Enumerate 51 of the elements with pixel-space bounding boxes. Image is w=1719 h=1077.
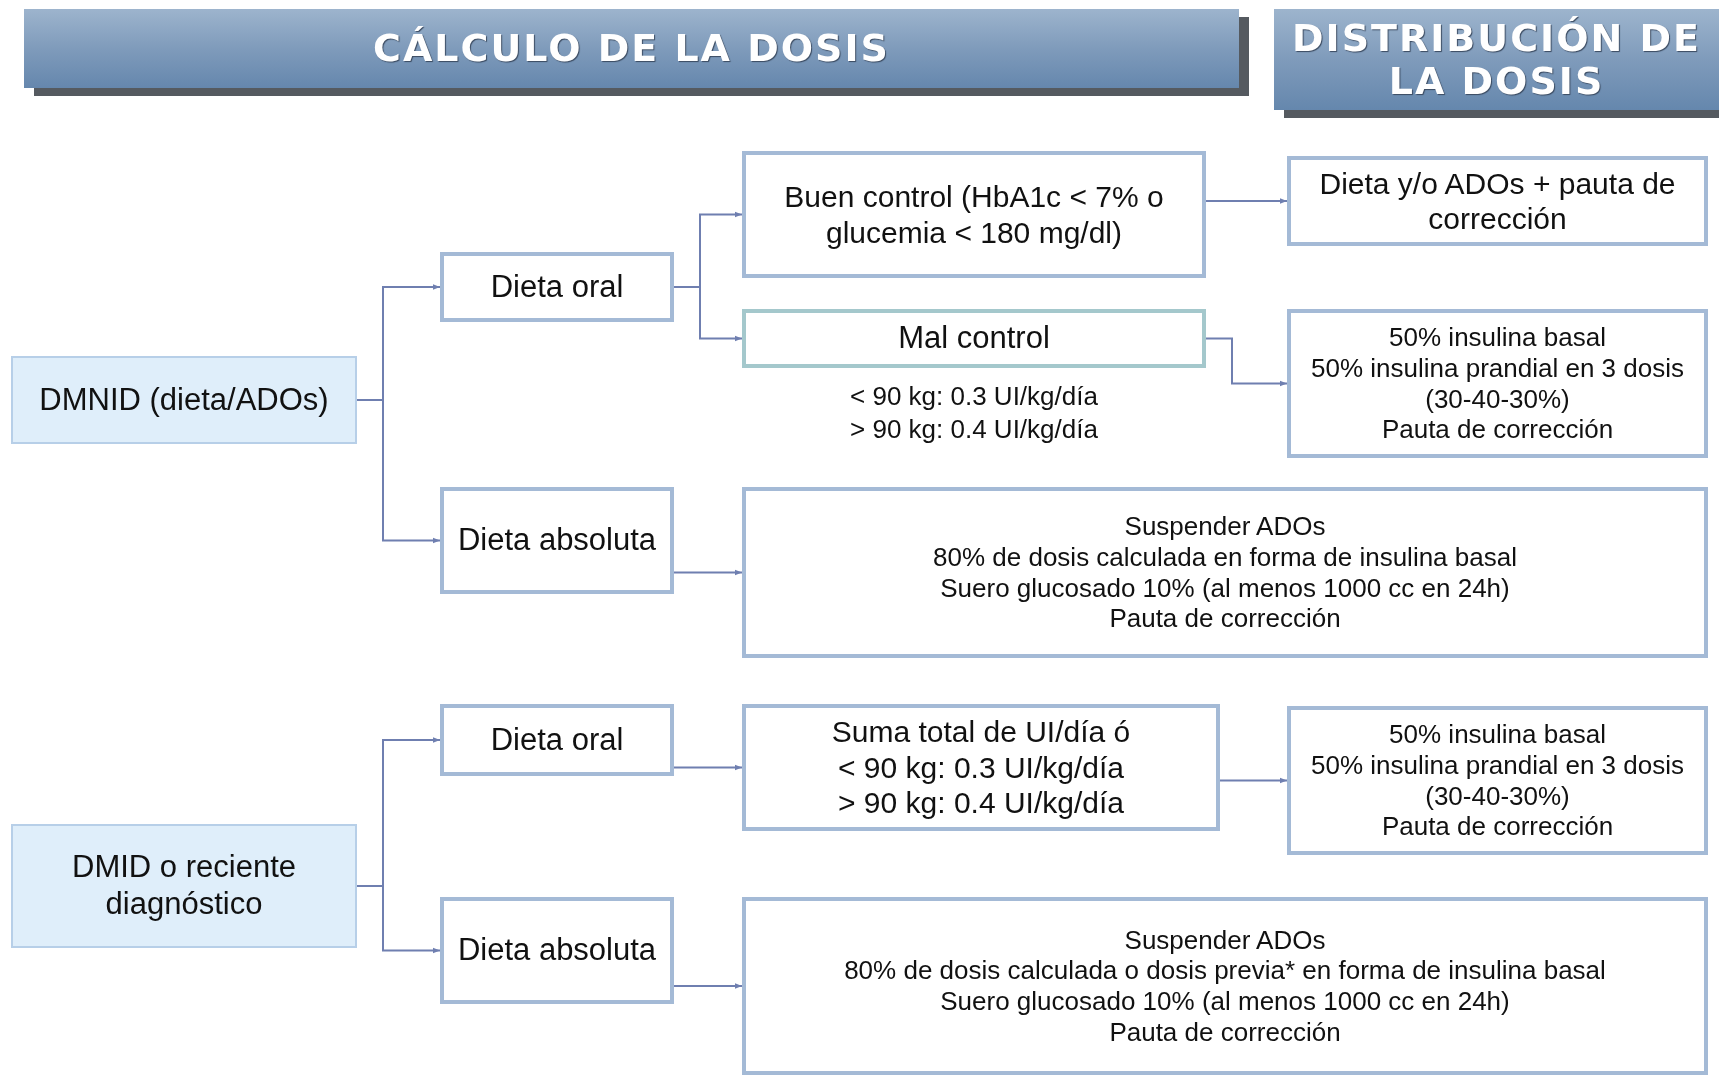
process-box bbox=[440, 252, 674, 322]
box-text: 50% insulina basal bbox=[1389, 322, 1606, 353]
box-text: Suero glucosado 10% (al menos 1000 cc en 24h) bbox=[940, 986, 1510, 1017]
connector-arrow bbox=[356, 885, 441, 954]
connector-arrow bbox=[1205, 198, 1288, 204]
process-box bbox=[440, 704, 674, 776]
box-text: Suspender ADOs bbox=[1124, 924, 1326, 956]
process-box bbox=[742, 487, 1708, 658]
box-text: 50% insulina prandial en 3 dosis (30-40-30%) bbox=[1310, 352, 1685, 415]
box-text: Dieta absoluta bbox=[457, 932, 657, 969]
box-text: Pauta de corrección bbox=[1381, 414, 1614, 445]
header-title: CÁLCULO DE LA DOSIS bbox=[373, 27, 890, 70]
box-text: Buen control (HbA1c < 7% o glucemia < 180 mg/dl) bbox=[783, 179, 1165, 250]
connector-arrow bbox=[673, 764, 743, 771]
dose-note: > 90 kg: 0.4 UI/kg/día bbox=[849, 413, 1099, 446]
process-box bbox=[1287, 309, 1708, 458]
connector-arrow bbox=[1219, 777, 1288, 784]
connector-arrow bbox=[1205, 337, 1288, 387]
box-text: 80% de dosis calculada o dosis previa* en forma de insulina basal bbox=[844, 955, 1606, 986]
box-text: Suma total de UI/día ó bbox=[831, 714, 1131, 750]
process-box bbox=[440, 487, 674, 594]
box-text: > 90 kg: 0.4 UI/kg/día bbox=[838, 785, 1124, 821]
process-box bbox=[742, 151, 1206, 278]
process-box bbox=[1287, 156, 1708, 246]
box-text: DMID o reciente diagnóstico bbox=[71, 849, 297, 923]
process-box bbox=[1287, 706, 1708, 855]
box-text: 80% de dosis calculada en forma de insulina basal bbox=[933, 541, 1517, 573]
box-text: Dieta y/o ADOs + pauta de corrección bbox=[1318, 165, 1677, 237]
dose-note: < 90 kg: 0.3 UI/kg/día bbox=[849, 380, 1099, 413]
process-box bbox=[11, 824, 357, 948]
connector-arrow bbox=[673, 569, 743, 576]
box-text: Pauta de corrección bbox=[1109, 1016, 1341, 1048]
process-box bbox=[742, 704, 1220, 831]
box-text: Dieta absoluta bbox=[457, 522, 657, 559]
box-text: Mal control bbox=[898, 320, 1050, 357]
box-text: Dieta oral bbox=[490, 721, 624, 759]
box-text: Suspender ADOs bbox=[1124, 511, 1326, 542]
process-box bbox=[11, 356, 357, 444]
box-text: < 90 kg: 0.3 UI/kg/día bbox=[838, 749, 1124, 786]
box-text: Dieta oral bbox=[490, 268, 624, 306]
process-box bbox=[742, 897, 1708, 1075]
connector-arrow bbox=[673, 983, 743, 989]
box-text: DMNID (dieta/ADOs) bbox=[39, 381, 329, 419]
box-text: Suero glucosado 10% (al menos 1000 cc en 24h) bbox=[940, 572, 1510, 604]
box-text: Pauta de corrección bbox=[1109, 603, 1341, 634]
process-box bbox=[742, 309, 1206, 368]
box-text: 50% insulina prandial en 3 dosis (30-40-30%) bbox=[1310, 749, 1685, 812]
header-title: DISTRIBUCIÓN DE LA DOSIS bbox=[1290, 16, 1703, 103]
process-box bbox=[440, 897, 674, 1004]
box-text: Pauta de corrección bbox=[1381, 811, 1614, 842]
box-text: 50% insulina basal bbox=[1389, 719, 1606, 750]
